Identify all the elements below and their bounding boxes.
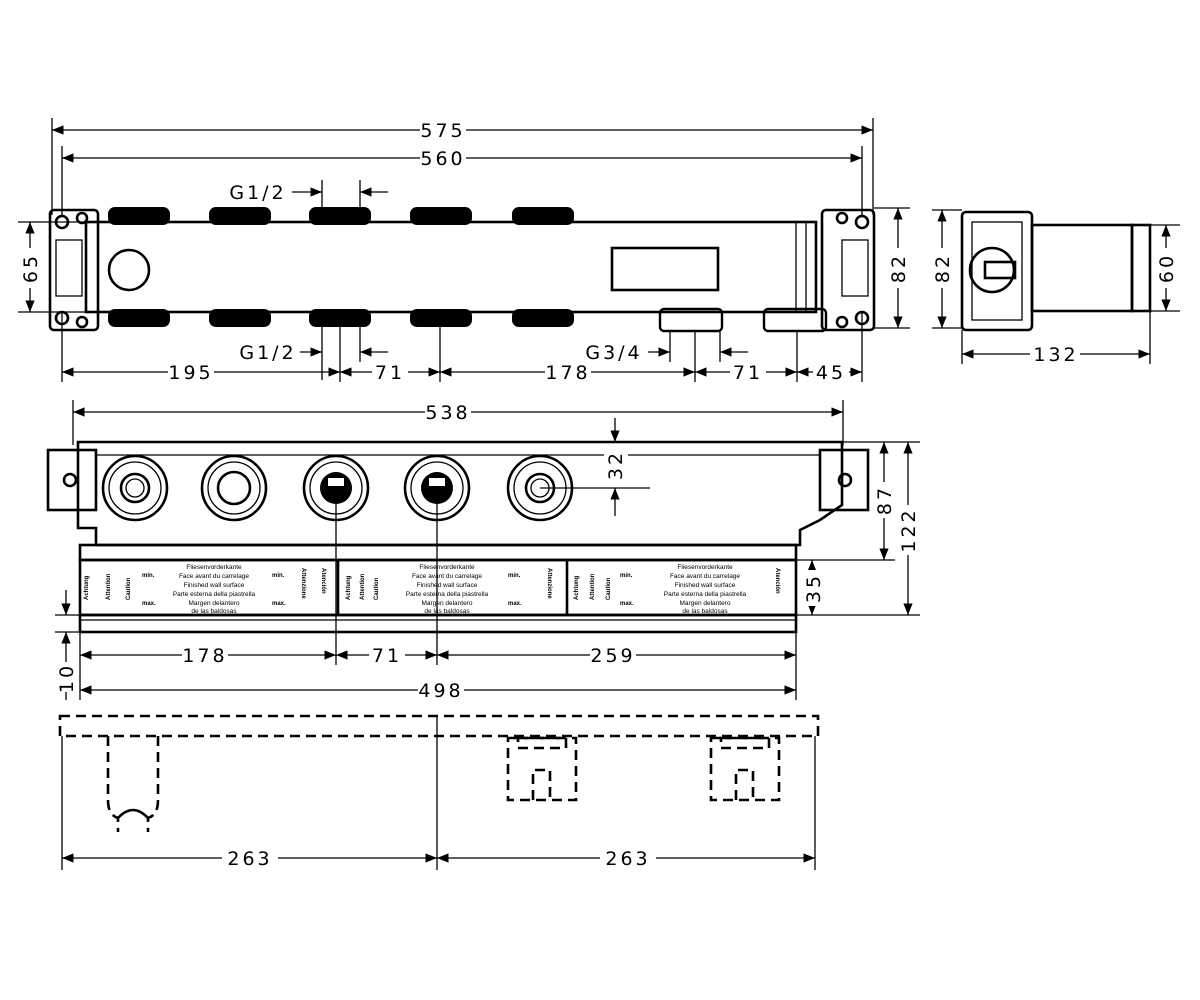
dimension-10: 10 [55, 590, 80, 700]
max-label: max. [142, 601, 156, 607]
dimension-label: 195 [168, 362, 213, 384]
front-view: 538 32 A [46, 400, 920, 702]
min-label: min. [620, 573, 633, 579]
strip-text: Face avant du carrelage [670, 573, 740, 580]
dimension-label: 575 [420, 120, 465, 142]
dimension-label: 538 [425, 402, 470, 424]
strip-text: Finished wall surface [675, 582, 736, 589]
dimension-label: 132 [1033, 344, 1078, 366]
dimension-label: 82 [932, 253, 954, 283]
dimension-32: 32 [540, 418, 650, 516]
thermostat-knob-icon [107, 248, 151, 292]
warning-text: Caution [606, 577, 612, 600]
bracket-left [46, 448, 98, 512]
strip-text: Face avant du carrelage [412, 573, 482, 580]
dimension-label: 32 [605, 450, 627, 480]
dimension-label: 122 [898, 507, 920, 552]
dimension-35: 35 [803, 560, 827, 615]
connection-knobs-top [108, 207, 574, 225]
dimension-label: 263 [227, 848, 272, 870]
warning-text: Attenzione [546, 568, 552, 599]
strip-text: Fliesenvorderkante [677, 564, 733, 571]
warning-text: Caution [126, 577, 132, 600]
strip-text: de las baldosas [424, 608, 470, 615]
dimension-label: 87 [874, 485, 896, 515]
dimension-132: 132 [961, 311, 1151, 366]
max-label: max. [508, 601, 522, 607]
display-window [610, 246, 720, 292]
dimension-label: 178 [182, 645, 227, 667]
dimension-122: 122 [796, 442, 920, 616]
strip-text: de las baldosas [191, 608, 237, 615]
dimension-560: 560 [62, 146, 862, 170]
warning-text: Atención [320, 568, 326, 594]
dimension-label: 259 [590, 645, 635, 667]
spacing-dimensions-front: 178 71 259 498 [79, 632, 797, 702]
min-label: min. [272, 573, 285, 579]
dimension-575: 575 [52, 118, 873, 142]
dimension-label: 60 [1156, 253, 1178, 283]
warning-text: Attention [106, 573, 112, 600]
dimension-65: 65 [18, 221, 86, 313]
warning-text: Achtung [574, 575, 580, 600]
strip-text: Fliesenvorderkante [186, 564, 242, 571]
dimension-label: 71 [375, 362, 405, 384]
dimension-label: 178 [545, 362, 590, 384]
strip-text: Parte esterna della piastrella [664, 591, 747, 598]
dimension-label: 498 [418, 680, 463, 702]
dimension-82-side: 82 [930, 209, 962, 329]
ports [101, 454, 574, 522]
thread-label: G1/2 [239, 342, 296, 364]
thread-callout-bottom: G1/2 [239, 326, 388, 380]
warning-text: Achtung [346, 575, 352, 600]
strip-text: Face avant du carrelage [179, 573, 249, 580]
warning-text: Achtung [84, 575, 90, 600]
dimension-label: 10 [56, 663, 78, 693]
dimension-label: 560 [420, 148, 465, 170]
bracket-right [818, 448, 870, 512]
side-view: 82 60 132 [930, 209, 1180, 366]
strip-text: de las baldosas [682, 608, 728, 615]
dimension-label: 263 [605, 848, 650, 870]
bottom-view: 263 263 [58, 714, 820, 870]
spacing-dimensions-top: 195 71 178 71 45 [61, 312, 863, 384]
thread-label: G1/2 [229, 182, 286, 204]
max-label: max. [620, 601, 634, 607]
warning-text: Atención [774, 568, 780, 594]
dimension-label: 45 [816, 362, 846, 384]
warning-text: Attention [590, 573, 596, 600]
dimension-label: 71 [372, 645, 402, 667]
strip-panels: Achtung Attention Caution min. max. Flie… [84, 564, 780, 615]
max-label: max. [272, 601, 286, 607]
dimension-82: 82 [874, 207, 910, 329]
min-label: min. [508, 573, 521, 579]
valve-body [84, 220, 818, 314]
dimension-538: 538 [73, 401, 843, 424]
dimension-label: 71 [733, 362, 763, 384]
strip-text: Finished wall surface [417, 582, 478, 589]
dimension-label: 35 [803, 573, 825, 603]
strip-text: Margen delantero [422, 600, 473, 607]
strip-text: Parte esterna della piastrella [406, 591, 489, 598]
strip-text: Fliesenvorderkante [419, 564, 475, 571]
warning-text: Attenzione [300, 568, 306, 599]
thread-callout-outlet: G3/4 [585, 331, 748, 364]
dimension-label: 65 [20, 253, 42, 283]
warning-text: Attention [360, 573, 366, 600]
warning-text: Caution [374, 577, 380, 600]
thread-callout-top: G1/2 [229, 180, 388, 208]
strip-text: Finished wall surface [184, 582, 245, 589]
connection-knobs-bottom [108, 307, 828, 333]
dimension-label: 82 [888, 253, 910, 283]
top-view: 575 560 G1/2 [18, 118, 910, 384]
thread-label: G3/4 [585, 342, 642, 364]
strip-text: Margen delantero [680, 600, 731, 607]
spacing-dimensions-bottom: 263 263 [62, 847, 815, 870]
strip-text: Margen delantero [189, 600, 240, 607]
dimension-60: 60 [1150, 224, 1180, 312]
min-label: min. [142, 573, 155, 579]
mounting-bracket-right [820, 208, 876, 332]
strip-text: Parte esterna della piastrella [173, 591, 256, 598]
